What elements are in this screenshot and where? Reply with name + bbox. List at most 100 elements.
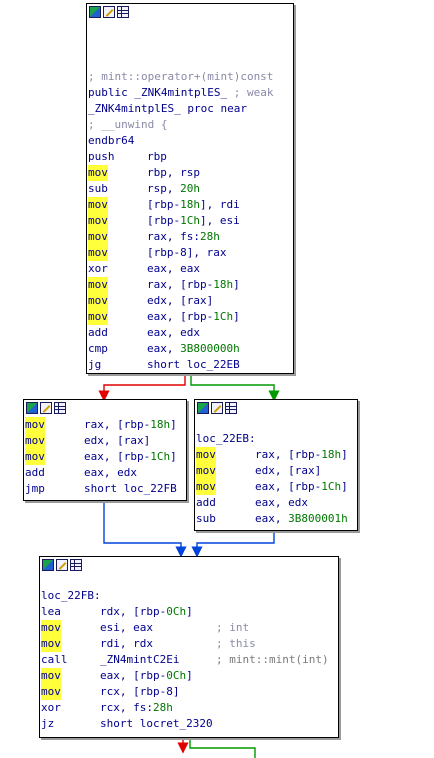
public-declaration: public _ZNK4mintplES_ ; weak (88, 86, 274, 99)
mnemonic: mov (196, 463, 216, 479)
mnemonic: add (25, 466, 45, 479)
instruction-line[interactable]: mov edx, [rax] (196, 463, 357, 479)
mnemonic: jg (88, 358, 102, 371)
mnemonic: mov (25, 449, 45, 465)
instruction-line[interactable]: lea rdx, [rbp-0Ch] (41, 604, 338, 620)
edge-jz-taken[interactable] (189, 737, 256, 758)
mnemonic: lea (41, 605, 61, 618)
function-comment: ; mint::operator+(mint)const (88, 70, 274, 83)
mnemonic: mov (88, 229, 108, 245)
operand: eax, [rbp-1Ch] (84, 450, 177, 463)
instruction-line[interactable]: mov rax, [rbp-18h] (88, 277, 293, 293)
operand: eax, [rbp-1Ch] (255, 480, 348, 493)
mnemonic: mov (41, 684, 61, 700)
instruction-line[interactable]: mov eax, [rbp-1Ch] (25, 449, 186, 465)
color-icon[interactable] (89, 5, 101, 18)
mnemonic: mov (41, 668, 61, 684)
operand: eax, 3B800001h (255, 512, 348, 525)
edge-jmp-loc-22fb[interactable] (103, 500, 187, 558)
mnemonic: push (88, 150, 115, 163)
operand: eax, edx (84, 466, 137, 479)
instruction-line[interactable]: mov eax, [rbp-1Ch] (196, 479, 357, 495)
grid-icon[interactable] (225, 401, 237, 414)
mnemonic: jmp (25, 482, 45, 495)
operand: _ZN4mintC2Ei (100, 653, 180, 666)
instruction-line[interactable]: mov eax, [rbp-0Ch] (41, 668, 338, 684)
operand: rcx, [rbp-8] (100, 685, 180, 698)
operand: edx, [rax] (255, 464, 322, 477)
instruction-line[interactable]: mov rax, [rbp-18h] (25, 417, 186, 433)
edit-icon[interactable] (40, 401, 52, 414)
code-block-top[interactable]: ; mint::operator+(mint)const public _ZNK… (86, 3, 294, 374)
instruction-line[interactable]: mov rbp, rsp (88, 165, 293, 181)
instruction-line[interactable]: mov rcx, [rbp-8] (41, 684, 338, 700)
mnemonic: mov (196, 479, 216, 495)
mnemonic: mov (41, 620, 61, 636)
mnemonic: mov (88, 309, 108, 325)
mnemonic: sub (196, 512, 216, 525)
color-icon[interactable] (26, 401, 38, 414)
operand: rax, [rbp-18h] (84, 418, 177, 431)
instruction-line[interactable]: jg short loc_22EB (88, 357, 293, 373)
instruction-line[interactable]: cmp eax, 3B800000h (88, 341, 293, 357)
mnemonic: mov (88, 277, 108, 293)
operand: rbp, rsp (147, 166, 200, 179)
operand: rax, [rbp-18h] (147, 278, 240, 291)
mnemonic: sub (88, 182, 108, 195)
edit-icon[interactable] (103, 5, 115, 18)
node-toolbar (40, 557, 338, 572)
mnemonic: mov (25, 417, 45, 433)
operand: short loc_22EB (147, 358, 240, 371)
mnemonic: mov (88, 213, 108, 229)
instruction-line[interactable]: call_ZN4mintC2Ei; mint::mint(int) (41, 652, 338, 668)
instruction-line[interactable]: mov[rbp-18h], rdi (88, 197, 293, 213)
node-toolbar (87, 4, 293, 19)
instruction-line[interactable]: sub eax, 3B800001h (196, 511, 357, 527)
operand: [rbp-8], rax (147, 246, 227, 259)
edge-fallthrough-loc-22fb[interactable] (191, 530, 275, 558)
edge-taken[interactable] (190, 373, 280, 402)
edge-not-taken[interactable] (98, 373, 186, 402)
mnemonic: mov (41, 636, 61, 652)
operand: rdi, rdx (100, 637, 153, 650)
grid-icon[interactable] (117, 5, 129, 18)
edit-icon[interactable] (211, 401, 223, 414)
instruction-line[interactable]: mov[rbp-1Ch], esi (88, 213, 293, 229)
operand: edx, [rax] (147, 294, 214, 307)
color-icon[interactable] (197, 401, 209, 414)
instruction-line[interactable]: mov[rbp-8], rax (88, 245, 293, 261)
mnemonic: mov (88, 165, 108, 181)
edit-icon[interactable] (56, 558, 68, 571)
mnemonic: add (196, 496, 216, 509)
operand: edx, [rax] (84, 434, 151, 447)
grid-icon[interactable] (54, 401, 66, 414)
color-icon[interactable] (42, 558, 54, 571)
operand: rax, [rbp-18h] (255, 448, 348, 461)
instruction-line[interactable]: add eax, edx (25, 465, 186, 481)
operand: eax, 3B800000h (147, 342, 240, 355)
operand: rdx, [rbp-0Ch] (100, 605, 193, 618)
operand: eax, [rbp-0Ch] (100, 669, 193, 682)
operand: rcx, fs:28h (100, 701, 173, 714)
grid-icon[interactable] (70, 558, 82, 571)
mnemonic: cmp (88, 342, 108, 355)
